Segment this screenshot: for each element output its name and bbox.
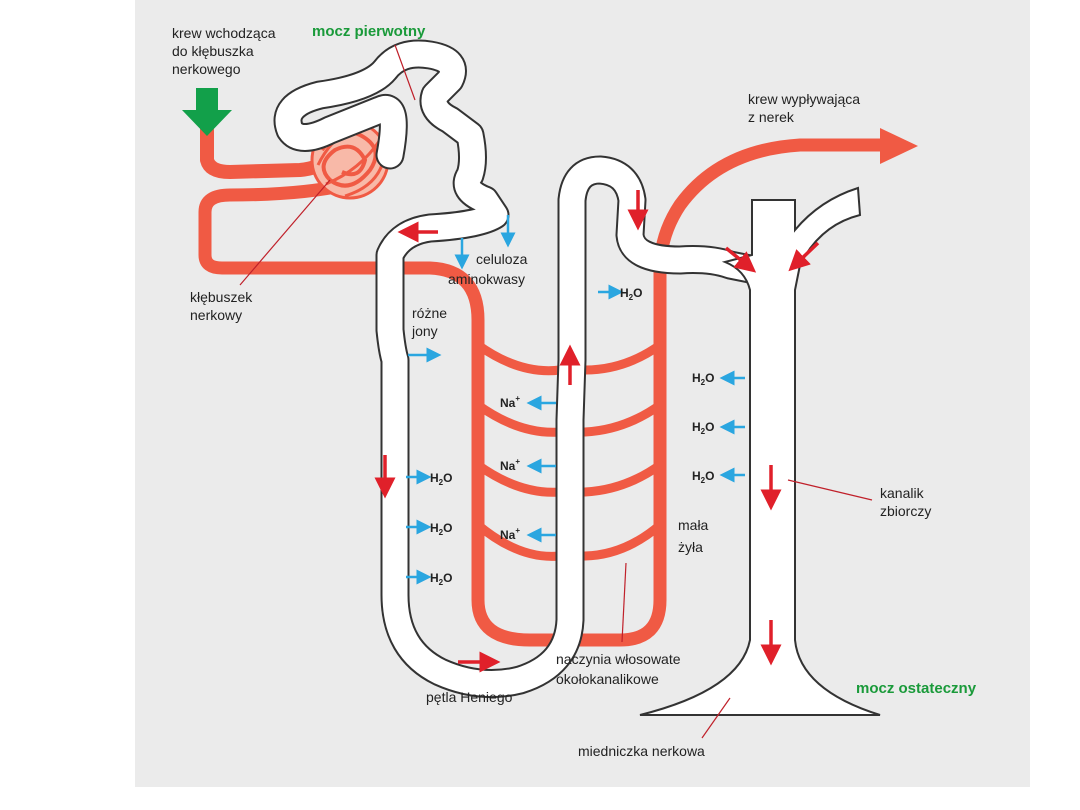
blood-in-arrow-icon — [182, 88, 232, 136]
label-small-vein-1: mała — [678, 517, 709, 533]
leader-capillaries — [621, 562, 627, 643]
label-primary-urine: mocz pierwotny — [312, 23, 426, 40]
label-glomerulus-1: kłębuszek — [190, 289, 253, 305]
water-label: H2O — [692, 469, 714, 485]
leader-lines — [239, 44, 873, 739]
label-capillaries-2: okołokanalikowe — [556, 671, 659, 687]
sodium-label: Na+ — [500, 394, 520, 410]
water-label: H2O — [692, 420, 714, 436]
label-renal-pelvis: miedniczka nerkowa — [578, 743, 705, 759]
water-label: H2O — [430, 521, 452, 537]
flow-arrow-diag — [788, 241, 820, 272]
flow-arrow-diag — [724, 246, 757, 273]
label-collecting-duct-1: kanalik — [880, 485, 925, 501]
label-cellulose: celuloza — [476, 251, 528, 267]
label-final-urine: mocz ostateczny — [856, 680, 977, 697]
nephron-tubule — [273, 39, 770, 699]
label-small-vein-2: żyła — [678, 539, 703, 555]
labels: krew wchodząca do kłębuszka nerkowego mo… — [172, 23, 977, 759]
reabsorption-arrows — [406, 215, 745, 585]
water-label: H2O — [430, 571, 452, 587]
label-blood-in-1: krew wchodząca — [172, 25, 276, 41]
sodium-label: Na+ — [500, 526, 520, 542]
label-ions-1: różne — [412, 305, 447, 321]
label-amino-acids: aminokwasy — [448, 271, 525, 287]
label-ions-2: jony — [411, 323, 438, 339]
label-collecting-duct-2: zbiorczy — [880, 503, 931, 519]
label-blood-in-2: do kłębuszka — [172, 43, 254, 59]
leader-pelvis — [701, 697, 731, 739]
water-label: H2O — [620, 286, 642, 302]
label-glomerulus-2: nerkowy — [190, 307, 242, 323]
label-capillaries-1: naczynia włosowate — [556, 651, 681, 667]
efferent-arteriole — [198, 138, 887, 647]
leader-collecting-duct — [787, 479, 873, 501]
flow-arrows — [374, 190, 820, 673]
label-blood-in-3: nerkowego — [172, 61, 241, 77]
collecting-duct — [639, 186, 881, 716]
blood-out-arrowhead — [880, 128, 918, 164]
tubule-lumen — [275, 41, 768, 697]
sodium-label: Na+ — [500, 457, 520, 473]
water-label: H2O — [692, 371, 714, 387]
chemical-labels: H2O H2O H2O H2O H2O H2O H2O Na+ Na+ Na+ — [430, 286, 714, 587]
water-label: H2O — [430, 471, 452, 487]
label-blood-out-1: krew wypływająca — [748, 91, 860, 107]
leader-primary-urine — [394, 44, 416, 101]
label-blood-out-2: z nerek — [748, 109, 795, 125]
label-loop-of-henle: pętla Heniego — [426, 689, 513, 705]
leader-glomerulus — [239, 179, 331, 286]
